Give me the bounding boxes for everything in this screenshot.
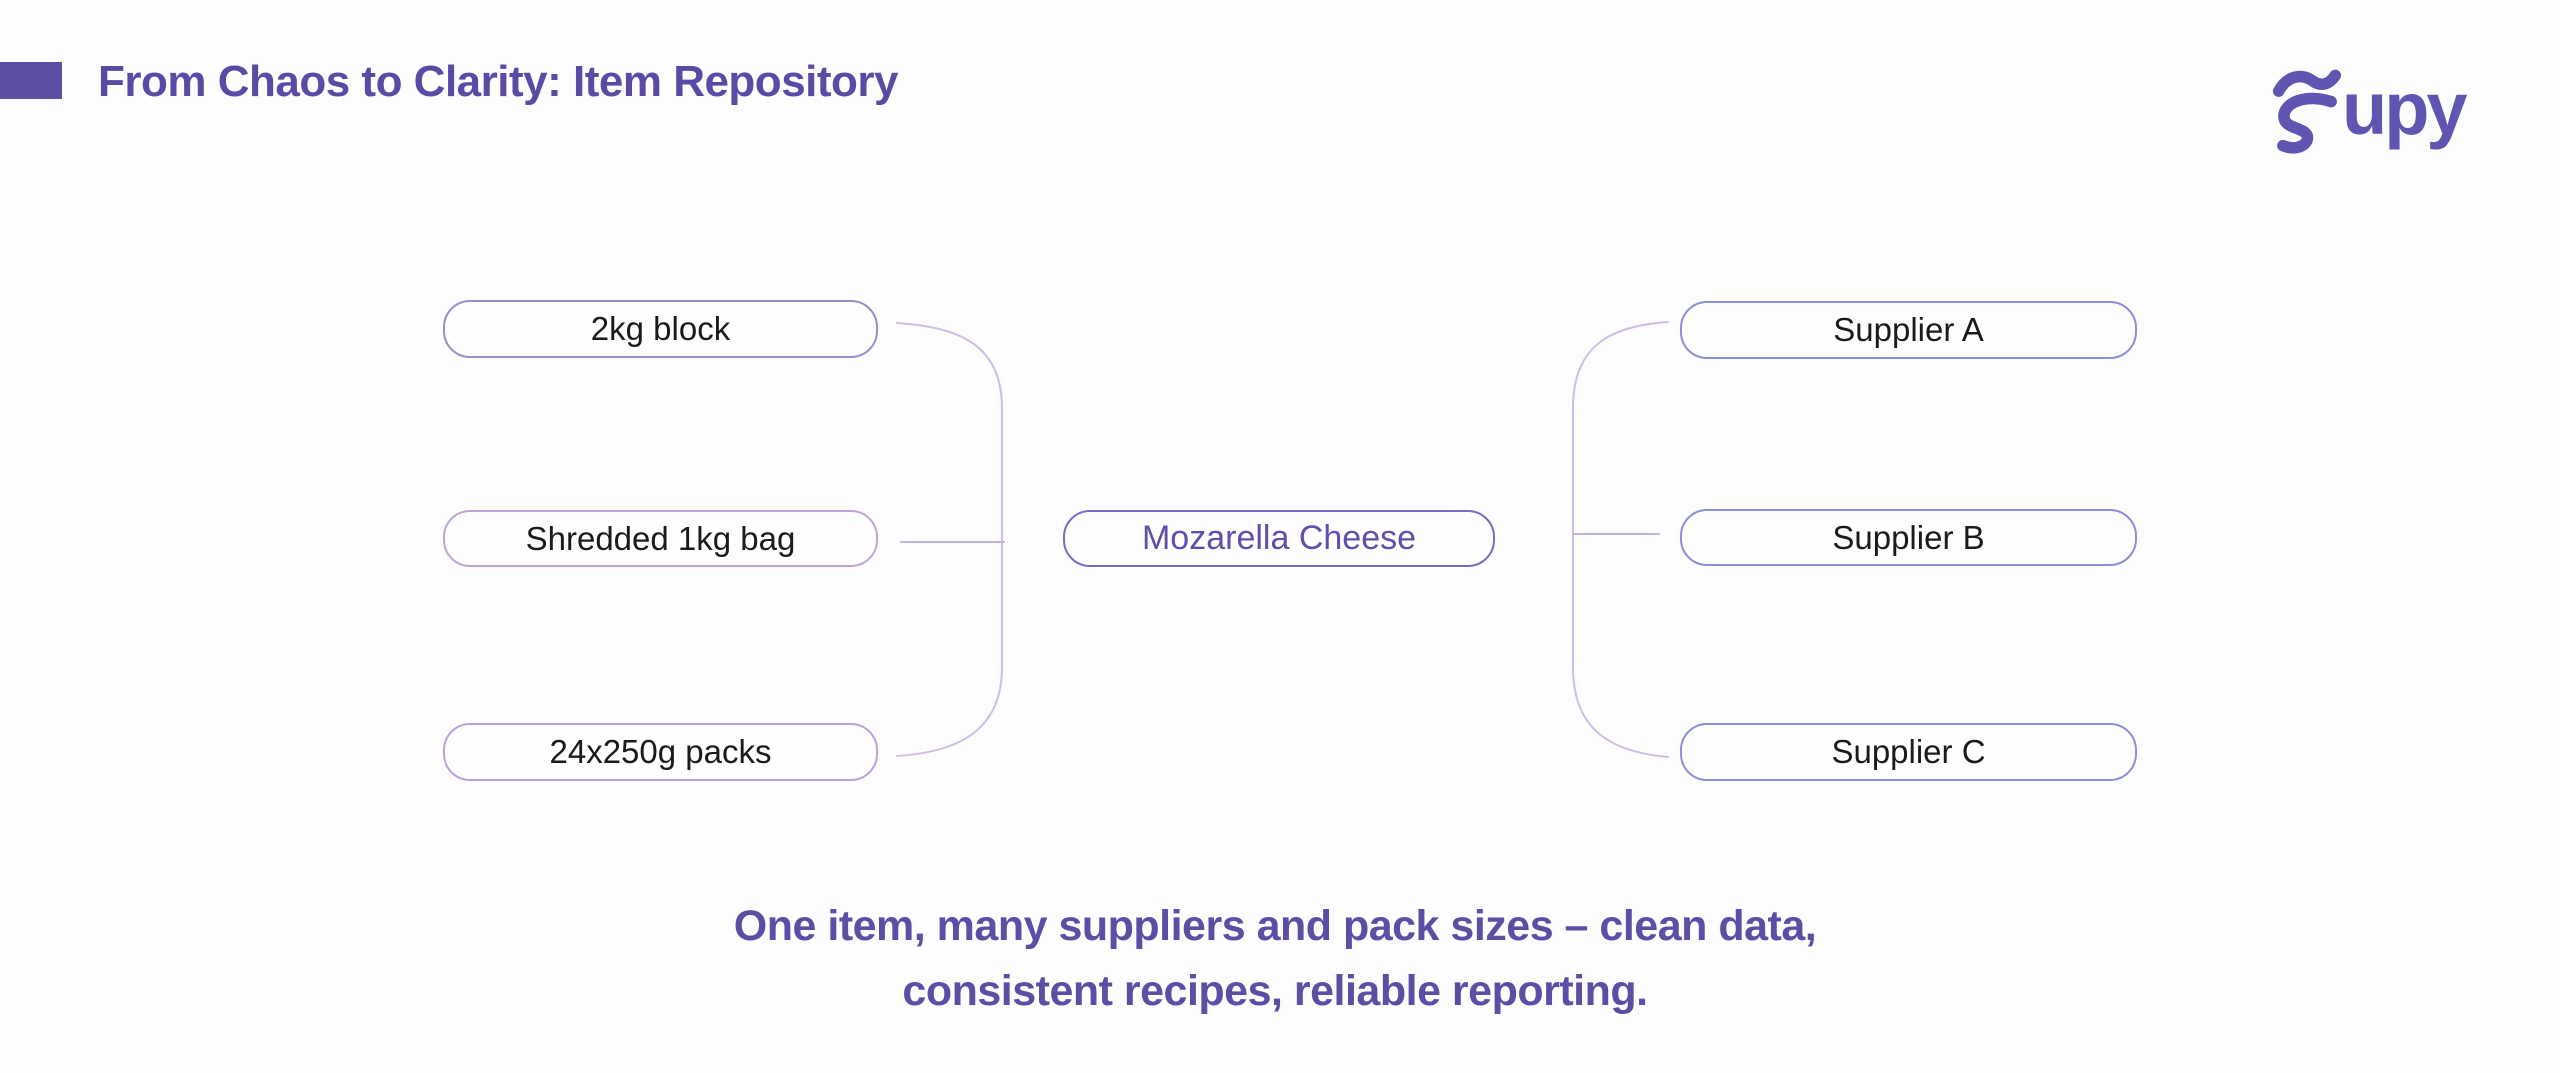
- caption: One item, many suppliers and pack sizes …: [0, 894, 2550, 1024]
- node-label: Supplier A: [1833, 311, 1984, 348]
- page-title: From Chaos to Clarity: Item Repository: [98, 57, 899, 106]
- node-pack-size-2kg-block: 2kg block: [443, 300, 878, 358]
- node-pack-size-24x250g-packs: 24x250g packs: [443, 723, 878, 781]
- node-label: Shredded 1kg bag: [525, 519, 796, 557]
- logo-text: upy: [2342, 67, 2468, 150]
- right-bracket-connector: [1572, 321, 1669, 758]
- caption-line-2: consistent recipes, reliable reporting.: [902, 967, 1648, 1015]
- node-pack-size-shredded-1kg-bag: Shredded 1kg bag: [443, 510, 878, 567]
- node-supplier-b: Supplier B: [1680, 509, 2137, 566]
- header-accent-bar: [0, 62, 62, 99]
- node-supplier-c: Supplier C: [1680, 723, 2137, 781]
- supy-logo: upy: [2270, 66, 2526, 161]
- node-label: 24x250g packs: [549, 733, 772, 770]
- node-label: Supplier C: [1831, 733, 1986, 770]
- logo-s-icon: [2272, 69, 2342, 154]
- node-label: Mozarella Cheese: [1141, 519, 1417, 557]
- left-bracket-connector: [896, 322, 1003, 757]
- node-item-mozarella-cheese: Mozarella Cheese: [1063, 510, 1495, 567]
- node-supplier-a: Supplier A: [1680, 301, 2137, 359]
- caption-line-1: One item, many suppliers and pack sizes …: [733, 902, 1817, 950]
- node-label: Supplier B: [1832, 518, 1985, 556]
- node-label: 2kg block: [590, 310, 731, 347]
